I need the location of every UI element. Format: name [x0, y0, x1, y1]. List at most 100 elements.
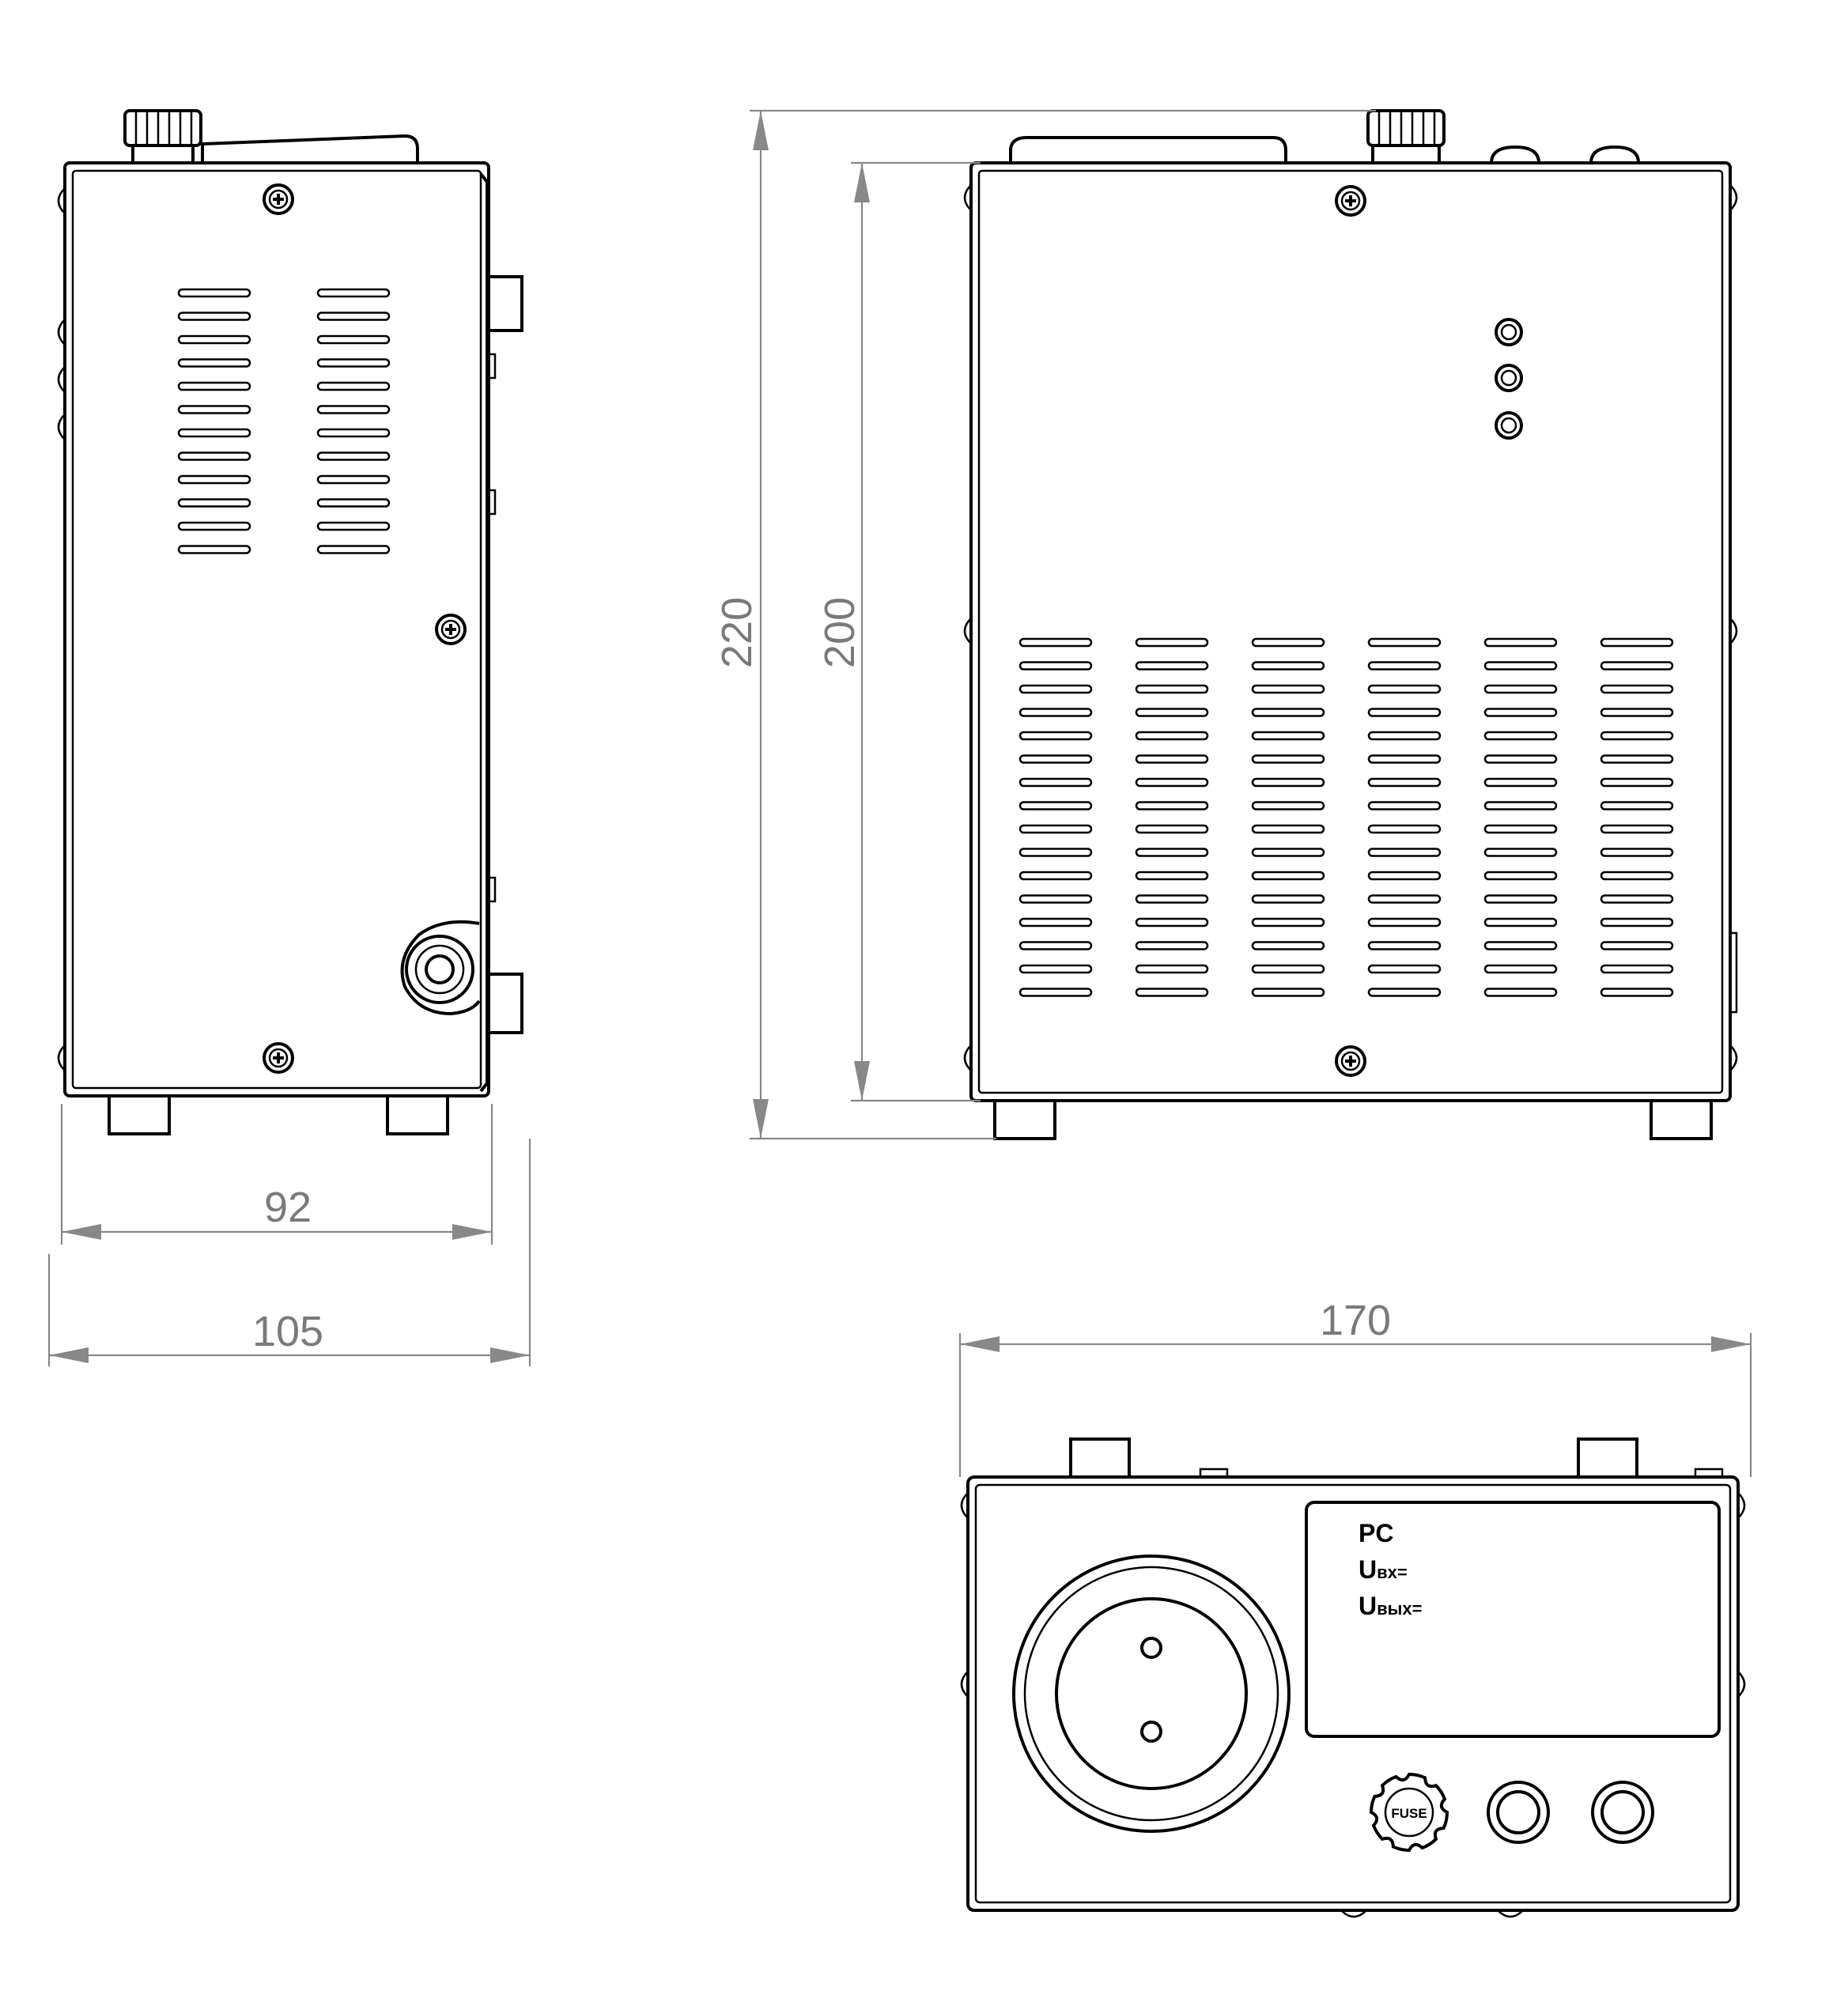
vent-slot — [1251, 637, 1325, 648]
vent-slot — [1483, 871, 1558, 881]
vent-slot — [1483, 754, 1558, 764]
vent-slot — [1018, 917, 1093, 927]
vent-slot — [1483, 824, 1558, 834]
vent-slot — [1367, 684, 1442, 694]
vent-slot — [1600, 731, 1674, 741]
vent-slot — [1483, 941, 1558, 950]
vent-slot — [1251, 964, 1325, 974]
vent-slot — [1483, 988, 1558, 997]
vent-slot — [1135, 941, 1209, 950]
vent-slot — [1018, 637, 1093, 648]
side-view — [57, 109, 523, 1135]
vent-slot — [1600, 964, 1674, 974]
dimension-label: 92 — [264, 1184, 312, 1231]
vent-slot — [316, 381, 391, 391]
foot — [993, 1099, 1056, 1140]
vent-slot — [1483, 731, 1558, 741]
vent-slot — [177, 498, 251, 508]
rear-body — [969, 161, 1732, 1102]
vent-slot — [1367, 637, 1442, 648]
screw-icon — [263, 1042, 294, 1074]
vent-slot — [1018, 801, 1093, 810]
vent-slot — [1135, 964, 1209, 974]
vent-slot — [1483, 917, 1558, 927]
vent-slot — [1018, 824, 1093, 834]
side-body — [63, 161, 490, 1097]
cord-gland — [400, 920, 481, 1016]
vent-slot — [177, 521, 251, 531]
vent-slot — [1367, 661, 1442, 671]
output-socket-icon — [1487, 1781, 1550, 1844]
vent-slot — [1018, 708, 1093, 717]
screw-icon — [435, 614, 467, 645]
dimension-label: 200 — [816, 597, 864, 668]
vent-slot — [1483, 661, 1558, 671]
screw-icon — [1335, 185, 1366, 217]
vent-slot — [1018, 777, 1093, 788]
vent-slot — [1600, 848, 1674, 857]
vent-slot — [1367, 824, 1442, 834]
vent-slot — [316, 498, 391, 508]
vent-slot — [316, 288, 391, 298]
vent-slot — [177, 381, 251, 391]
vent-slot — [1367, 754, 1442, 764]
vent-slot — [1251, 941, 1325, 950]
vent-slot — [177, 451, 251, 461]
vent-slot — [1367, 941, 1442, 950]
vent-slot — [1251, 661, 1325, 671]
vent-slot — [1367, 988, 1442, 997]
fuse-holder: FUSE — [1369, 1772, 1449, 1853]
vent-slot — [1600, 871, 1674, 881]
vent-slot — [1367, 708, 1442, 717]
vent-slot — [1600, 637, 1674, 648]
front-view: PC Uвх= Uвых= FUSE — [960, 1437, 1746, 1918]
vent-slot — [177, 288, 251, 298]
vent-slot — [1018, 988, 1093, 997]
side-bumps — [963, 184, 1738, 1071]
vent-slot — [1018, 661, 1093, 671]
screw-icon — [1335, 1045, 1366, 1077]
vent-slot — [1600, 917, 1674, 927]
vent-slot — [316, 451, 391, 461]
vent-slot — [316, 312, 391, 321]
vent-slot — [1483, 801, 1558, 810]
display-panel — [1305, 1501, 1721, 1738]
vent-slot — [1135, 988, 1209, 997]
handle — [201, 134, 419, 161]
vent-slot — [316, 521, 391, 531]
vent-slot — [1251, 848, 1325, 857]
vent-slot — [316, 405, 391, 414]
vent-slot — [1251, 824, 1325, 834]
vent-slot — [1135, 684, 1209, 694]
side-bumps-left — [57, 187, 66, 1071]
dimension-label: 105 — [252, 1308, 323, 1355]
output-socket-icon — [1591, 1781, 1654, 1844]
dimension-label: 220 — [713, 597, 761, 668]
dimension-220: 220 — [713, 109, 1376, 1140]
vent-slot — [177, 545, 251, 554]
vent-slot — [316, 358, 391, 368]
vent-slot — [1018, 684, 1093, 694]
vent-slot — [1367, 801, 1442, 810]
indicator-led-icon — [1495, 364, 1523, 392]
vent-slot — [1600, 824, 1674, 834]
rear-view — [963, 109, 1738, 1140]
vent-slot — [1135, 708, 1209, 717]
vent-slot — [1367, 777, 1442, 788]
vent-slot — [1135, 777, 1209, 788]
foot — [1650, 1099, 1713, 1140]
vent-slot — [177, 428, 251, 438]
vent-slot — [1018, 871, 1093, 881]
vent-slot — [1600, 754, 1674, 764]
vent-slot — [1483, 637, 1558, 648]
vent-slot — [1483, 777, 1558, 788]
vent-slot — [1600, 801, 1674, 810]
dimension-92: 92 — [60, 1104, 493, 1245]
vent-slot — [1135, 848, 1209, 857]
panel-label-pc: PC — [1359, 1519, 1393, 1547]
vent-slot — [1135, 754, 1209, 764]
vent-slot — [1251, 894, 1325, 904]
vent-slot — [1600, 661, 1674, 671]
fuse-label: FUSE — [1391, 1806, 1427, 1821]
